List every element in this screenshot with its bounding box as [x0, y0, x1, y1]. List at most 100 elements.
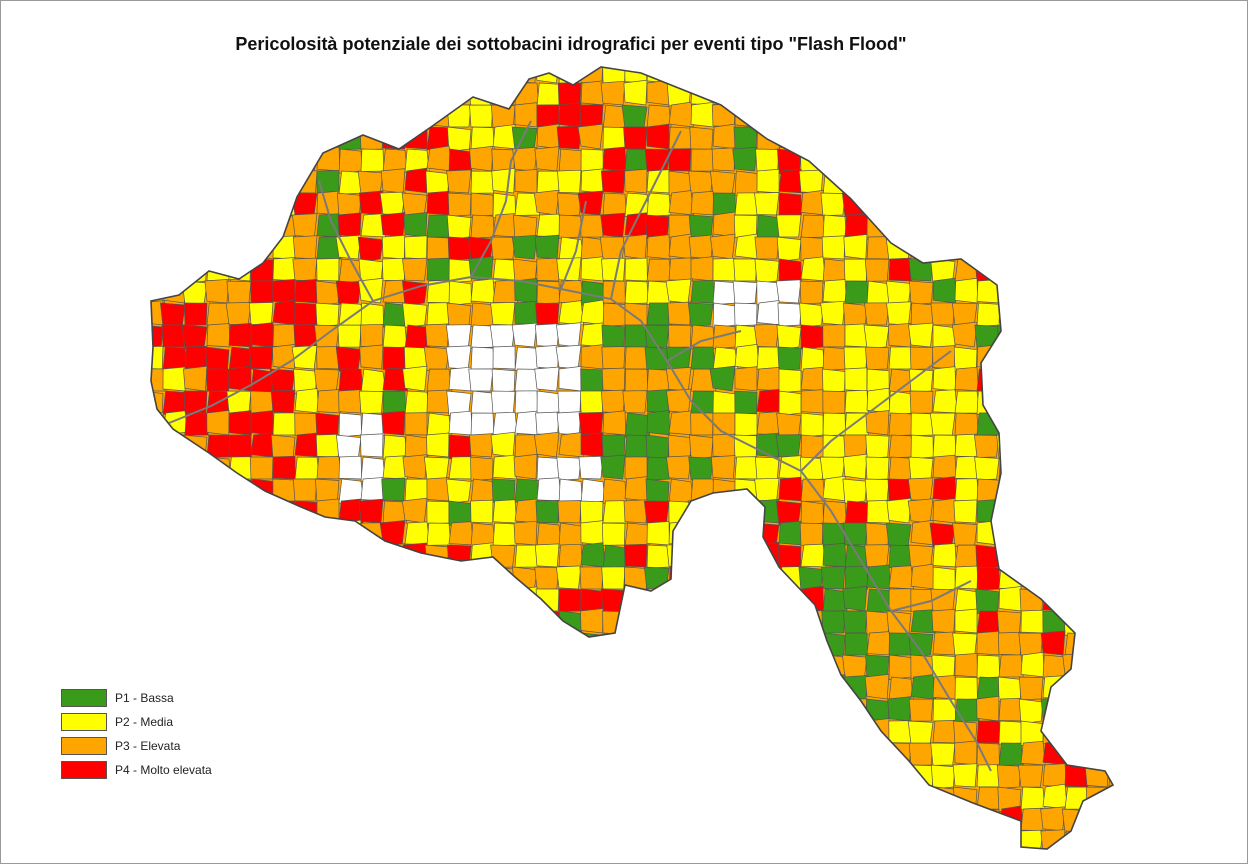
- sub-basin: [182, 585, 208, 612]
- sub-basin: [448, 280, 472, 307]
- sub-basin: [316, 720, 342, 745]
- sub-basin: [272, 257, 297, 282]
- sub-basin: [778, 764, 805, 790]
- sub-basin: [492, 81, 517, 106]
- sub-basin: [448, 697, 474, 722]
- sub-basin: [689, 544, 714, 570]
- sub-basin: [974, 434, 1000, 458]
- sub-basin: [183, 807, 208, 832]
- sub-basin: [514, 390, 539, 414]
- sub-basin: [580, 432, 604, 458]
- sub-basin: [1064, 786, 1090, 810]
- sub-basin: [689, 676, 714, 700]
- sub-basin: [184, 851, 207, 863]
- sub-basin: [360, 786, 386, 812]
- sub-basin: [316, 542, 340, 568]
- sub-basin: [668, 676, 692, 702]
- sub-basin: [181, 280, 208, 306]
- sub-basin: [316, 740, 340, 766]
- sub-basin: [226, 764, 252, 789]
- sub-basin: [1018, 764, 1044, 788]
- sub-basin: [272, 697, 296, 722]
- sub-basin: [624, 434, 650, 459]
- sub-basin: [1109, 853, 1134, 863]
- sub-basin: [910, 82, 935, 108]
- sub-basin: [1064, 718, 1088, 744]
- sub-basin: [799, 104, 824, 128]
- sub-basin: [996, 278, 1022, 304]
- sub-basin: [822, 279, 848, 304]
- sub-basin: [666, 543, 692, 568]
- sub-basin: [998, 697, 1023, 722]
- sub-basin: [930, 764, 956, 790]
- sub-basin: [1108, 390, 1113, 417]
- sub-basin: [1108, 346, 1113, 370]
- sub-basin: [315, 412, 340, 438]
- sub-basin: [470, 456, 494, 482]
- sub-basin: [952, 632, 978, 657]
- sub-basin: [404, 478, 429, 502]
- sub-basin: [800, 412, 824, 438]
- sub-basin: [776, 103, 802, 128]
- sub-basin: [865, 830, 890, 849]
- sub-basin: [360, 610, 385, 635]
- sub-basin: [800, 762, 825, 788]
- sub-basin: [1108, 190, 1113, 216]
- sub-basin: [1041, 345, 1066, 370]
- sub-basin: [426, 718, 450, 744]
- sub-basin: [800, 742, 825, 766]
- sub-basin: [822, 104, 846, 131]
- sub-basin: [932, 498, 956, 524]
- sub-basin: [778, 368, 802, 394]
- sub-basin: [777, 67, 802, 87]
- sub-basin: [1064, 632, 1091, 657]
- sub-basin: [864, 82, 890, 106]
- sub-basin: [908, 456, 934, 481]
- sub-basin: [225, 720, 252, 745]
- sub-basin: [866, 763, 890, 788]
- sub-basin: [998, 104, 1023, 128]
- sub-basin: [646, 521, 670, 546]
- sub-basin: [423, 346, 450, 371]
- sub-basin: [338, 455, 363, 480]
- sub-basin: [403, 652, 428, 678]
- sub-basin: [404, 764, 429, 789]
- sub-basin: [778, 390, 802, 417]
- sub-basin: [470, 67, 494, 84]
- sub-basin: [865, 410, 890, 436]
- sub-basin: [426, 82, 452, 106]
- sub-basin: [1042, 522, 1067, 548]
- sub-basin: [1086, 742, 1112, 769]
- sub-basin: [293, 852, 318, 863]
- sub-basin: [269, 82, 296, 106]
- sub-basin: [1106, 104, 1113, 128]
- sub-basin: [250, 720, 275, 747]
- sub-basin: [821, 610, 846, 634]
- sub-basin: [272, 455, 296, 480]
- sub-basin: [1041, 278, 1066, 304]
- sub-basin: [557, 82, 582, 106]
- sub-basin: [732, 146, 758, 172]
- sub-basin: [335, 234, 362, 260]
- sub-basin: [577, 763, 604, 788]
- sub-basin: [932, 366, 957, 392]
- sub-basin: [646, 544, 671, 569]
- sub-basin: [844, 214, 869, 238]
- sub-basin: [1108, 610, 1113, 634]
- sub-basin: [513, 453, 538, 480]
- sub-basin: [558, 300, 584, 326]
- sub-basin: [932, 476, 957, 502]
- sub-basin: [801, 851, 825, 863]
- sub-basin: [712, 720, 738, 747]
- sub-basin: [204, 827, 230, 849]
- sub-basin: [1017, 258, 1044, 283]
- sub-basin: [732, 81, 758, 106]
- sub-basin: [734, 302, 758, 327]
- sub-basin: [712, 742, 736, 768]
- sub-basin: [800, 674, 825, 700]
- sub-basin: [709, 365, 736, 392]
- sub-basin: [1020, 740, 1046, 766]
- sub-basin: [161, 829, 186, 849]
- sub-basin: [578, 412, 604, 436]
- sub-basin: [425, 323, 450, 348]
